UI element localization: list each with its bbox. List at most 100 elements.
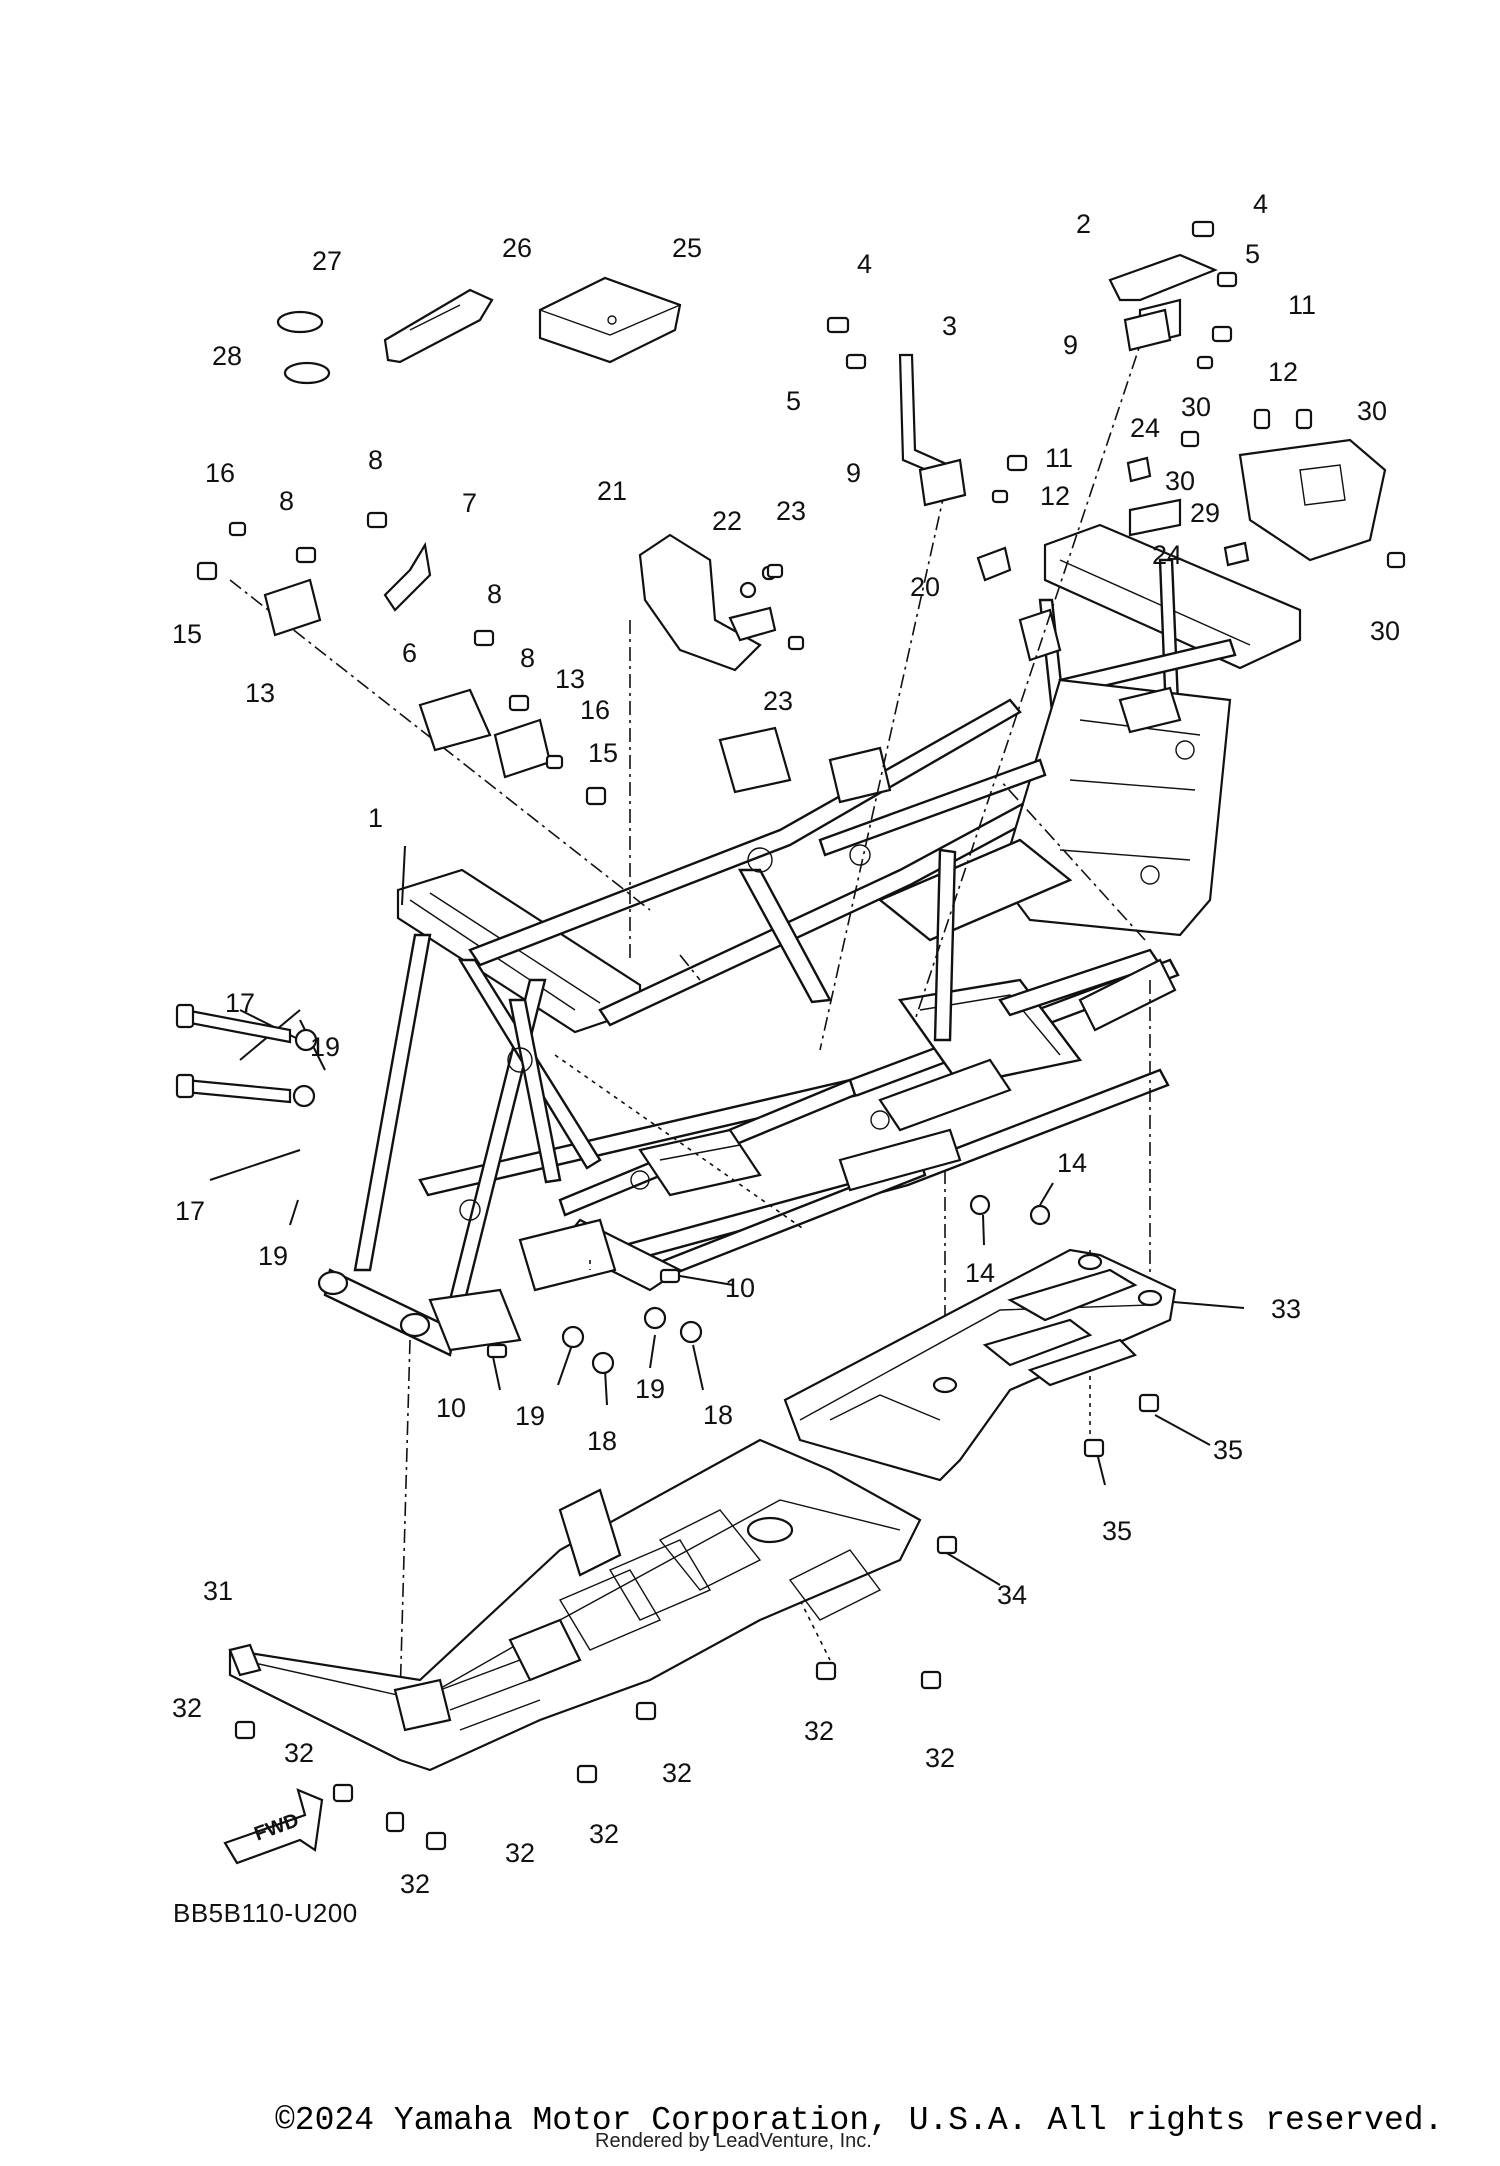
callout-32g: 32 xyxy=(804,1716,834,1746)
callout-12b: 12 xyxy=(1040,481,1070,511)
bracket-7 xyxy=(383,541,432,612)
callout-4a: 4 xyxy=(1253,189,1268,219)
fwd-arrow-icon xyxy=(223,1788,324,1865)
small-parts xyxy=(175,220,1406,1865)
rendered-by-note: Rendered by LeadVenture, Inc. xyxy=(595,2130,872,2152)
callout-29: 29 xyxy=(1190,498,1220,528)
callout-10a: 10 xyxy=(436,1393,466,1423)
callout-15a: 15 xyxy=(172,619,202,649)
mount-9a xyxy=(1123,308,1172,352)
bolts xyxy=(196,220,1406,806)
callout-15b: 15 xyxy=(588,738,618,768)
callout-10b: 10 xyxy=(725,1273,755,1303)
callout-8c: 8 xyxy=(487,579,502,609)
callout-19a: 19 xyxy=(310,1032,340,1062)
callout-20: 20 xyxy=(910,572,940,602)
callout-5a: 5 xyxy=(1245,239,1260,269)
washer-19d xyxy=(643,1306,667,1330)
callout-19b: 19 xyxy=(258,1241,288,1271)
callout-9a: 9 xyxy=(1063,330,1078,360)
grommet-14a xyxy=(1029,1204,1051,1226)
callout-14b: 14 xyxy=(965,1258,995,1288)
callout-8b: 8 xyxy=(279,486,294,516)
callout-16b: 16 xyxy=(580,695,610,725)
clip-24a xyxy=(1126,456,1152,483)
callout-32h: 32 xyxy=(925,1743,955,1773)
callout-1: 1 xyxy=(368,803,383,833)
callout-11a: 11 xyxy=(1288,290,1316,320)
callout-13a: 13 xyxy=(245,678,275,708)
callout-6: 6 xyxy=(402,638,417,668)
callout-30b: 30 xyxy=(1357,396,1387,426)
nut-18b xyxy=(679,1320,703,1344)
callout-18b: 18 xyxy=(703,1400,733,1430)
callout-21: 21 xyxy=(597,476,627,506)
callout-17b: 17 xyxy=(175,1196,205,1226)
callout-24a: 24 xyxy=(1130,413,1160,443)
callout-8a: 8 xyxy=(368,445,383,475)
callout-32f: 32 xyxy=(662,1758,692,1788)
callout-28: 28 xyxy=(212,341,242,371)
grommet-14b xyxy=(969,1194,991,1216)
washer-19a xyxy=(294,1028,318,1052)
callout-25: 25 xyxy=(672,233,702,263)
cover-21 xyxy=(638,533,762,672)
front-skid-plate xyxy=(228,1438,922,1772)
bracket-29 xyxy=(1238,438,1387,562)
callout-32d: 32 xyxy=(505,1838,535,1868)
o-ring-28 xyxy=(283,361,331,385)
rear-skid-plate xyxy=(783,1248,1177,1482)
nut-10b xyxy=(659,1268,681,1284)
callout-26: 26 xyxy=(502,233,532,263)
long-bolt-17b xyxy=(183,1078,292,1104)
callout-7: 7 xyxy=(462,488,477,518)
main-frame xyxy=(317,498,1302,1357)
callout-13b: 13 xyxy=(555,664,585,694)
callout-5b: 5 xyxy=(786,386,801,416)
skid-bolts xyxy=(234,1393,1160,1851)
callout-3: 3 xyxy=(942,311,957,341)
callout-23b: 23 xyxy=(763,686,793,716)
washer-19b xyxy=(292,1084,316,1108)
callout-34: 34 xyxy=(997,1580,1027,1610)
callout-32c: 32 xyxy=(400,1869,430,1899)
clip-24b xyxy=(1223,541,1250,567)
callout-11b: 11 xyxy=(1045,443,1073,473)
callout-30a: 30 xyxy=(1181,392,1211,422)
callout-4b: 4 xyxy=(857,249,872,279)
washer-19c xyxy=(561,1325,585,1349)
callout-33: 33 xyxy=(1271,1294,1301,1324)
bracket-13a xyxy=(263,578,322,637)
callout-2: 2 xyxy=(1076,209,1091,239)
callout-32b: 32 xyxy=(284,1738,314,1768)
nut-18a xyxy=(591,1351,615,1375)
callout-27: 27 xyxy=(312,246,342,276)
copyright-notice: ©2024 Yamaha Motor Corporation, U.S.A. A… xyxy=(275,2102,1444,2139)
callout-18a: 18 xyxy=(587,1426,617,1456)
nut-10a xyxy=(486,1343,508,1359)
callout-30c: 30 xyxy=(1165,466,1195,496)
callout-35a: 35 xyxy=(1213,1435,1243,1465)
callout-17a: 17 xyxy=(225,988,255,1018)
clip-20 xyxy=(976,546,1012,582)
callout-24b: 24 xyxy=(1152,540,1182,570)
callout-32a: 32 xyxy=(172,1693,202,1723)
callout-9b: 9 xyxy=(846,458,861,488)
o-ring-27 xyxy=(276,310,324,334)
callout-22: 22 xyxy=(712,506,742,536)
callout-35b: 35 xyxy=(1102,1516,1132,1546)
callout-31: 31 xyxy=(203,1576,233,1606)
tool-26 xyxy=(383,288,494,364)
callout-8d: 8 xyxy=(520,643,535,673)
bracket-13b xyxy=(493,718,552,779)
callout-23a: 23 xyxy=(776,496,806,526)
callout-19d: 19 xyxy=(635,1374,665,1404)
callout-14a: 14 xyxy=(1057,1148,1087,1178)
callout-32e: 32 xyxy=(589,1819,619,1849)
mount-9b xyxy=(918,458,967,507)
tool-pouch-25 xyxy=(538,276,682,364)
diagram-code: BB5B110-U200 xyxy=(173,1898,358,1928)
callout-12a: 12 xyxy=(1268,357,1298,387)
callout-labels: 1 2 3 4 4 5 5 6 7 8 8 8 8 9 9 10 10 11 1… xyxy=(172,189,1400,1899)
